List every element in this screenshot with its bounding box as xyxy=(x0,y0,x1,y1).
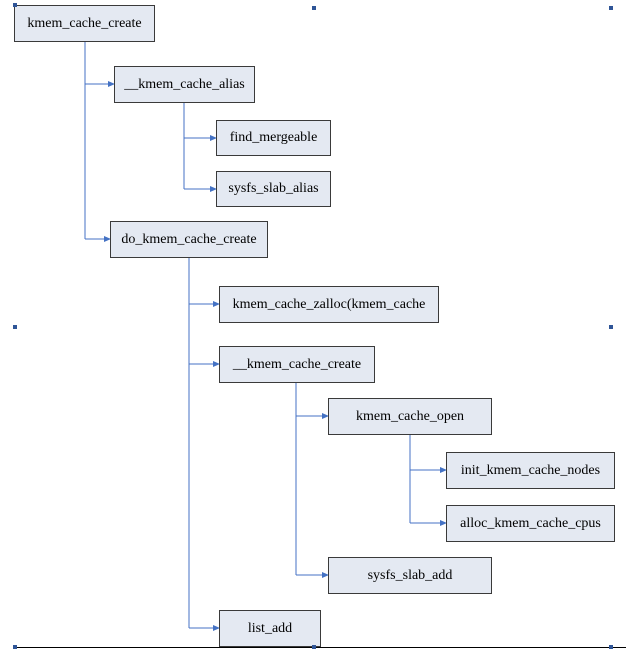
node-kmem-cache-open: kmem_cache_open xyxy=(328,398,492,435)
selection-handle-middle-left[interactable] xyxy=(13,325,17,329)
selection-handle-middle-right[interactable] xyxy=(609,325,613,329)
node-do-kmem-cache-create: do_kmem_cache_create xyxy=(110,221,268,258)
selection-handle-bottom-center[interactable] xyxy=(312,645,316,649)
selection-handle-top-left[interactable] xyxy=(13,3,17,7)
selection-handle-top-right[interactable] xyxy=(609,6,613,10)
node-list-add: list_add xyxy=(219,610,321,647)
node-init-kmem-cache-nodes: init_kmem_cache_nodes xyxy=(446,452,615,489)
node-sysfs-slab-alias: sysfs_slab_alias xyxy=(216,171,331,207)
node-find-mergeable: find_mergeable xyxy=(216,120,331,156)
node-kmem-cache-zalloc: kmem_cache_zalloc(kmem_cache xyxy=(219,286,439,323)
node-kmem-cache-alias: __kmem_cache_alias xyxy=(114,66,255,103)
selection-handle-bottom-left[interactable] xyxy=(13,645,17,649)
node-sysfs-slab-add: sysfs_slab_add xyxy=(328,557,492,594)
page-bottom-border xyxy=(14,647,626,648)
node-kmem-cache-create: kmem_cache_create xyxy=(14,5,155,42)
node-inner-kmem-cache-create: __kmem_cache_create xyxy=(219,346,375,383)
selection-handle-bottom-right[interactable] xyxy=(609,645,613,649)
node-alloc-kmem-cache-cpus: alloc_kmem_cache_cpus xyxy=(446,505,615,542)
selection-handle-top-center[interactable] xyxy=(312,6,316,10)
